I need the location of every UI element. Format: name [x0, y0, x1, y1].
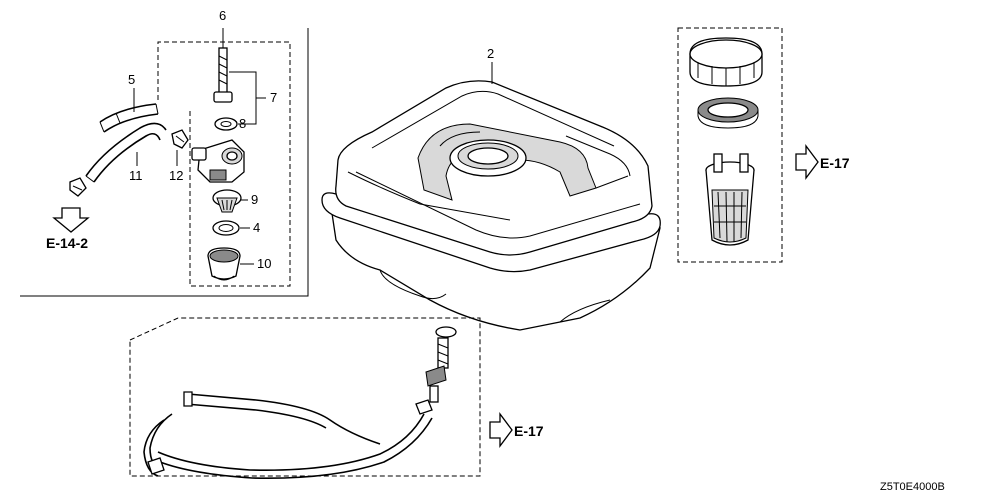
o-ring [212, 220, 240, 236]
reference-e17-top[interactable]: E-17 [820, 155, 850, 171]
fuel-cap-group: E-17 [677, 27, 850, 263]
fuel-cock-filter [212, 189, 242, 213]
fuel-cap-gasket [697, 97, 759, 129]
fuel-line-group: E-17 [129, 317, 544, 479]
callout-9: 9 [251, 192, 258, 207]
fuel-cock-bolt [213, 47, 233, 103]
sediment-cup [207, 247, 241, 281]
callout-5: 5 [128, 72, 135, 87]
reference-e14-2[interactable]: E-14-2 [46, 235, 88, 251]
fuel-tube-upper [99, 103, 159, 133]
fuel-cock-body [191, 139, 245, 183]
reference-arrow-right-top [795, 144, 819, 180]
callout-2: 2 [487, 46, 494, 61]
fuel-cap [689, 37, 763, 87]
tube-end-clip [69, 177, 87, 197]
callout-11: 11 [129, 168, 143, 183]
fuel-line-frame [129, 317, 481, 477]
fuel-cock-frame [20, 28, 309, 297]
diagram-code: Z5T0E4000B [880, 481, 945, 493]
tube-clip [171, 129, 189, 149]
reference-e17-bottom[interactable]: E-17 [514, 423, 544, 439]
hose-clip [147, 457, 165, 475]
fuel-hose [143, 391, 433, 479]
fuel-tube-lower [85, 122, 167, 183]
callout-7: 7 [270, 90, 277, 105]
washer-small [214, 117, 238, 131]
reference-arrow-right-bottom [489, 412, 513, 448]
reference-arrow-down [52, 207, 90, 233]
callout-12: 12 [169, 168, 183, 183]
fuel-line-fitting [415, 326, 457, 415]
fuel-cock-subframe [157, 41, 291, 287]
callout-10: 10 [257, 256, 271, 271]
fuel-cap-frame [677, 27, 783, 263]
callout-4: 4 [253, 220, 260, 235]
fuel-tank: 2 [321, 46, 661, 331]
callout-6: 6 [219, 8, 226, 23]
fuel-strainer [705, 153, 755, 246]
fuel-cock-group: 6 7 8 5 11 12 9 4 10 E-14-2 [20, 8, 309, 297]
callout-8: 8 [239, 116, 246, 131]
